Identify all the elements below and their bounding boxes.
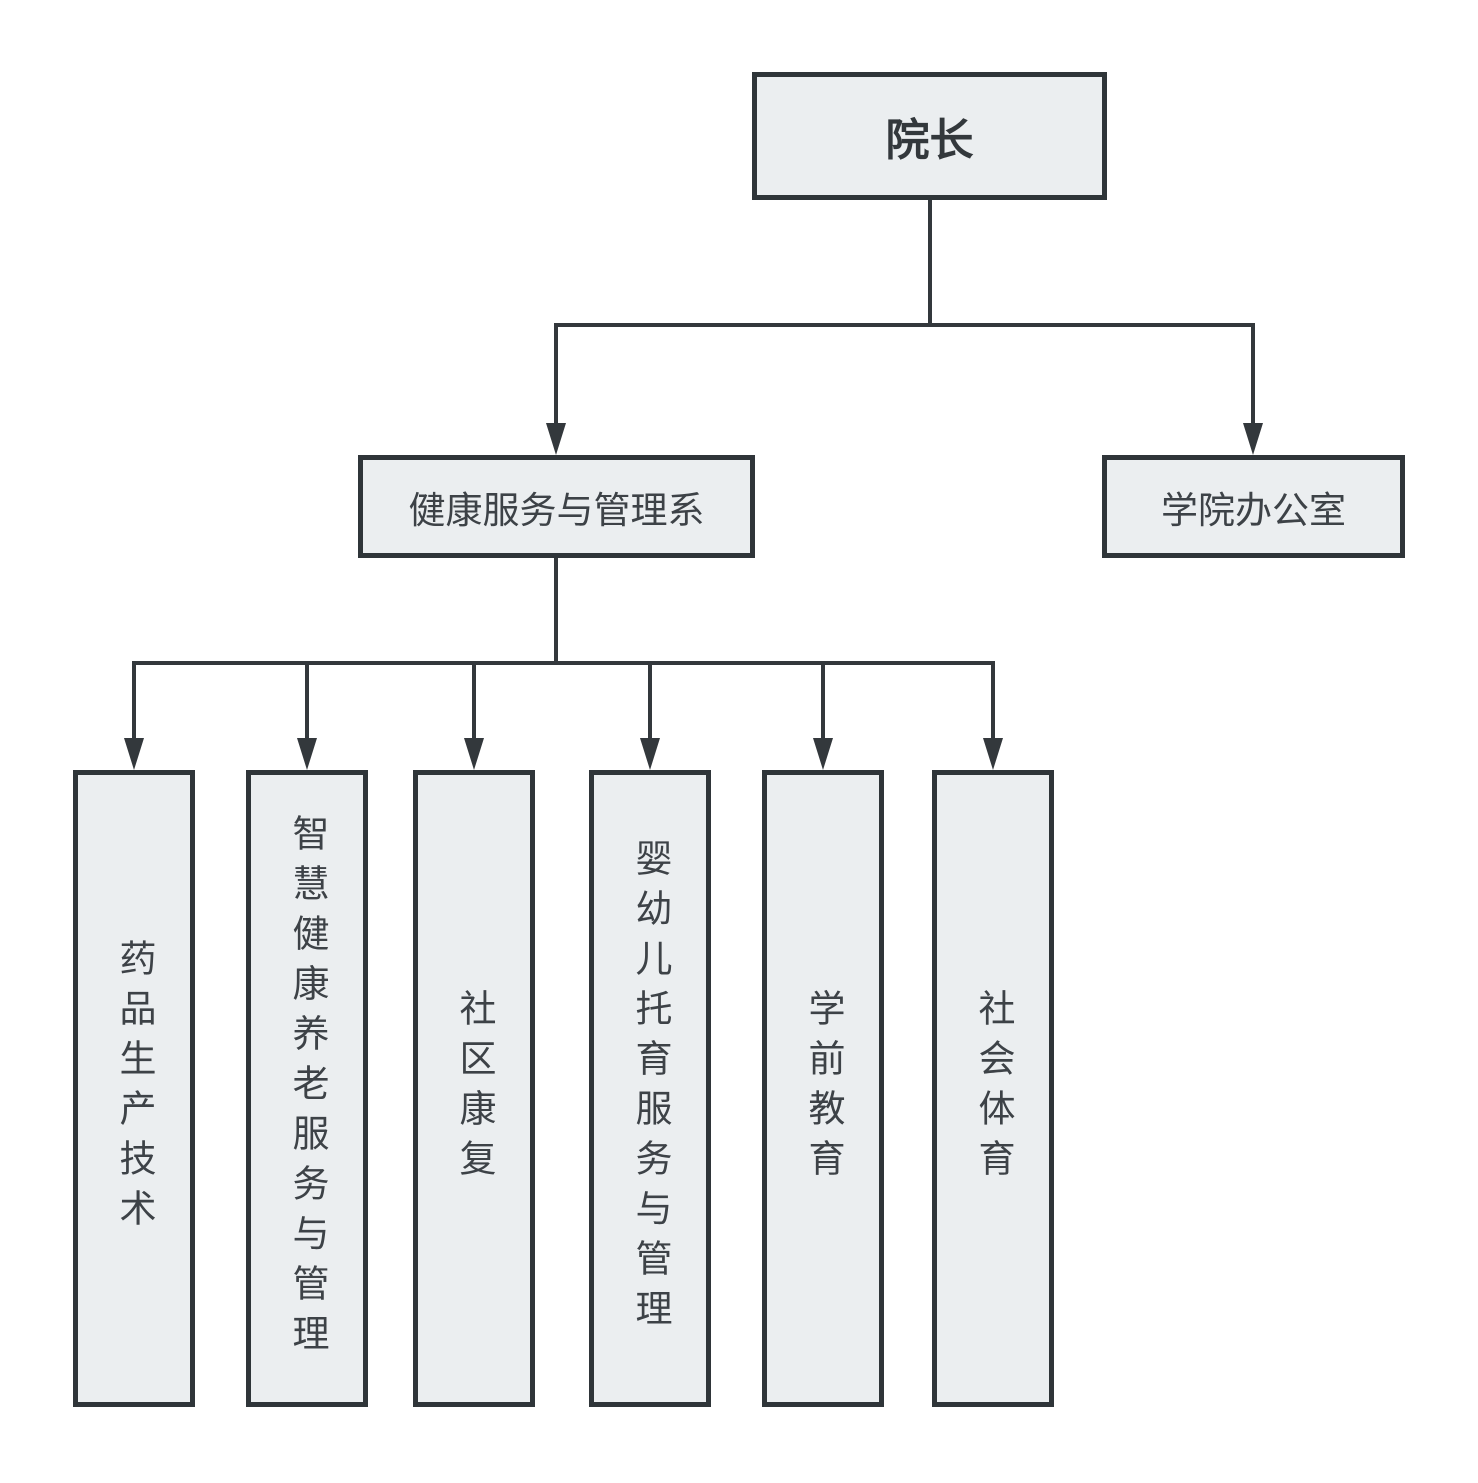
- node-major-infant-care: 婴幼儿托育服务与管理: [589, 770, 711, 1407]
- arrowhead-major-3-icon: [464, 738, 484, 770]
- node-major-pharma-production: 药品生产技术: [73, 770, 195, 1407]
- edge-drop-major-6: [991, 661, 995, 740]
- edge-level3-branch: [132, 661, 995, 665]
- arrowhead-major-4-icon: [640, 738, 660, 770]
- edge-drop-major-5: [821, 661, 825, 740]
- node-major-smart-eldercare: 智慧健康养老服务与管理: [246, 770, 368, 1407]
- node-major-social-sports: 社会体育: [932, 770, 1054, 1407]
- node-dean: 院长: [752, 72, 1107, 200]
- edge-drop-major-3: [472, 661, 476, 740]
- edge-drop-department: [554, 323, 558, 425]
- node-office-label: 学院办公室: [1161, 489, 1346, 531]
- edge-drop-office: [1251, 323, 1255, 425]
- node-major-label: 社区康复: [454, 988, 495, 1189]
- node-major-label: 智慧健康养老服务与管理: [287, 813, 328, 1364]
- arrowhead-major-6-icon: [983, 738, 1003, 770]
- arrowhead-major-2-icon: [297, 738, 317, 770]
- node-office: 学院办公室: [1102, 455, 1405, 558]
- node-major-preschool-education: 学前教育: [762, 770, 884, 1407]
- edge-drop-major-1: [132, 661, 136, 740]
- arrowhead-department-icon: [546, 423, 566, 455]
- arrowhead-major-5-icon: [813, 738, 833, 770]
- edge-drop-major-2: [305, 661, 309, 740]
- node-major-label: 学前教育: [803, 988, 844, 1189]
- node-major-label: 婴幼儿托育服务与管理: [630, 838, 671, 1339]
- edge-drop-major-4: [648, 661, 652, 740]
- arrowhead-major-1-icon: [124, 738, 144, 770]
- node-department: 健康服务与管理系: [358, 455, 755, 558]
- node-major-label: 社会体育: [973, 988, 1014, 1189]
- edge-dean-stem: [928, 200, 932, 323]
- edge-department-stem: [554, 558, 558, 663]
- node-major-community-rehab: 社区康复: [413, 770, 535, 1407]
- node-dean-label: 院长: [885, 116, 974, 165]
- node-major-label: 药品生产技术: [114, 938, 155, 1239]
- edge-level2-branch: [554, 323, 1255, 327]
- node-department-label: 健康服务与管理系: [408, 489, 705, 531]
- arrowhead-office-icon: [1243, 423, 1263, 455]
